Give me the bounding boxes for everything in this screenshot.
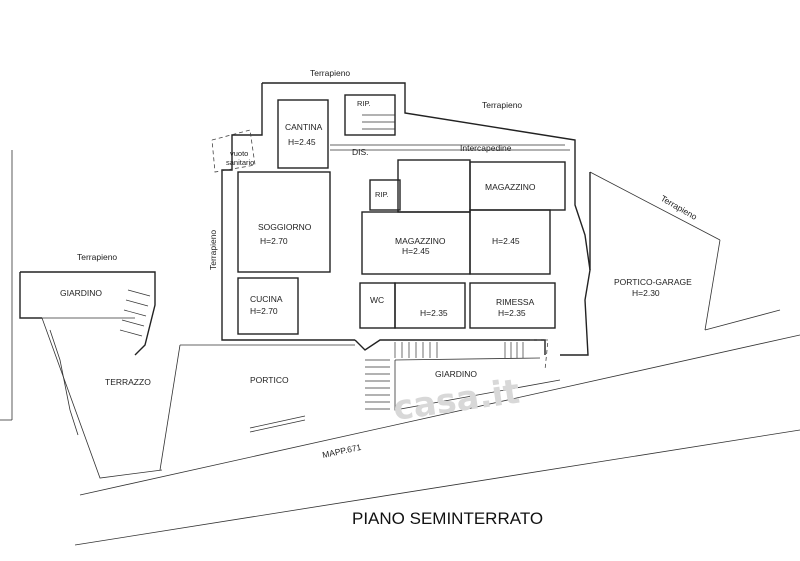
label-terrapieno-left: Terrapieno <box>77 252 117 262</box>
label-portico: PORTICO <box>250 375 289 385</box>
label-magazzino-mid-height: H=2.45 <box>402 246 430 256</box>
label-magazzino-right-height: H=2.45 <box>492 236 520 246</box>
label-terrapieno-top: Terrapieno <box>310 68 350 78</box>
label-giardino-left: GIARDINO <box>60 288 102 298</box>
label-cantina: CANTINA <box>285 122 323 132</box>
label-magazzino-top: MAGAZZINO <box>485 182 536 192</box>
label-terrapieno-topright: Terrapieno <box>482 100 522 110</box>
label-cucina-height: H=2.70 <box>250 306 278 316</box>
label-rip-mid: RIP. <box>375 190 389 199</box>
label-magazzino-mid: MAGAZZINO <box>395 236 446 246</box>
label-terrapieno-right: Terrapieno <box>659 193 699 222</box>
building-walls <box>211 82 591 356</box>
label-soggiorno: SOGGIORNO <box>258 222 312 232</box>
label-soggiorno-height: H=2.70 <box>260 236 288 246</box>
label-sanitario: sanitario <box>226 158 254 167</box>
label-intercapedine: Intercapedine <box>460 143 512 153</box>
label-portico-garage-height: H=2.30 <box>632 288 660 298</box>
label-rip-top: RIP. <box>357 99 371 108</box>
label-cucina: CUCINA <box>250 294 283 304</box>
stairs <box>119 114 524 410</box>
label-rimessa: RIMESSA <box>496 297 535 307</box>
label-wc: WC <box>370 295 384 305</box>
label-rimessa-height: H=2.35 <box>498 308 526 318</box>
watermark: casa.it <box>391 372 522 429</box>
property-boundary <box>0 150 800 546</box>
room-labels: Terrapieno Terrapieno Terrapieno Terrapi… <box>60 68 699 460</box>
label-terrapieno-vertical: Terrapieno <box>208 230 218 270</box>
terrazzo-area <box>19 271 163 479</box>
label-portico-garage: PORTICO-GARAGE <box>614 277 692 287</box>
plan-title: PIANO SEMINTERRATO <box>352 509 543 528</box>
label-wc-height: H=2.35 <box>420 308 448 318</box>
label-terrazzo: TERRAZZO <box>105 377 151 387</box>
label-vuoto: vuoto <box>230 149 248 158</box>
label-giardino-bottom: GIARDINO <box>435 369 477 379</box>
portico-area <box>159 339 561 471</box>
label-cantina-height: H=2.45 <box>288 137 316 147</box>
label-mapp: MAPP.671 <box>321 442 362 460</box>
label-dis: DIS. <box>352 147 369 157</box>
